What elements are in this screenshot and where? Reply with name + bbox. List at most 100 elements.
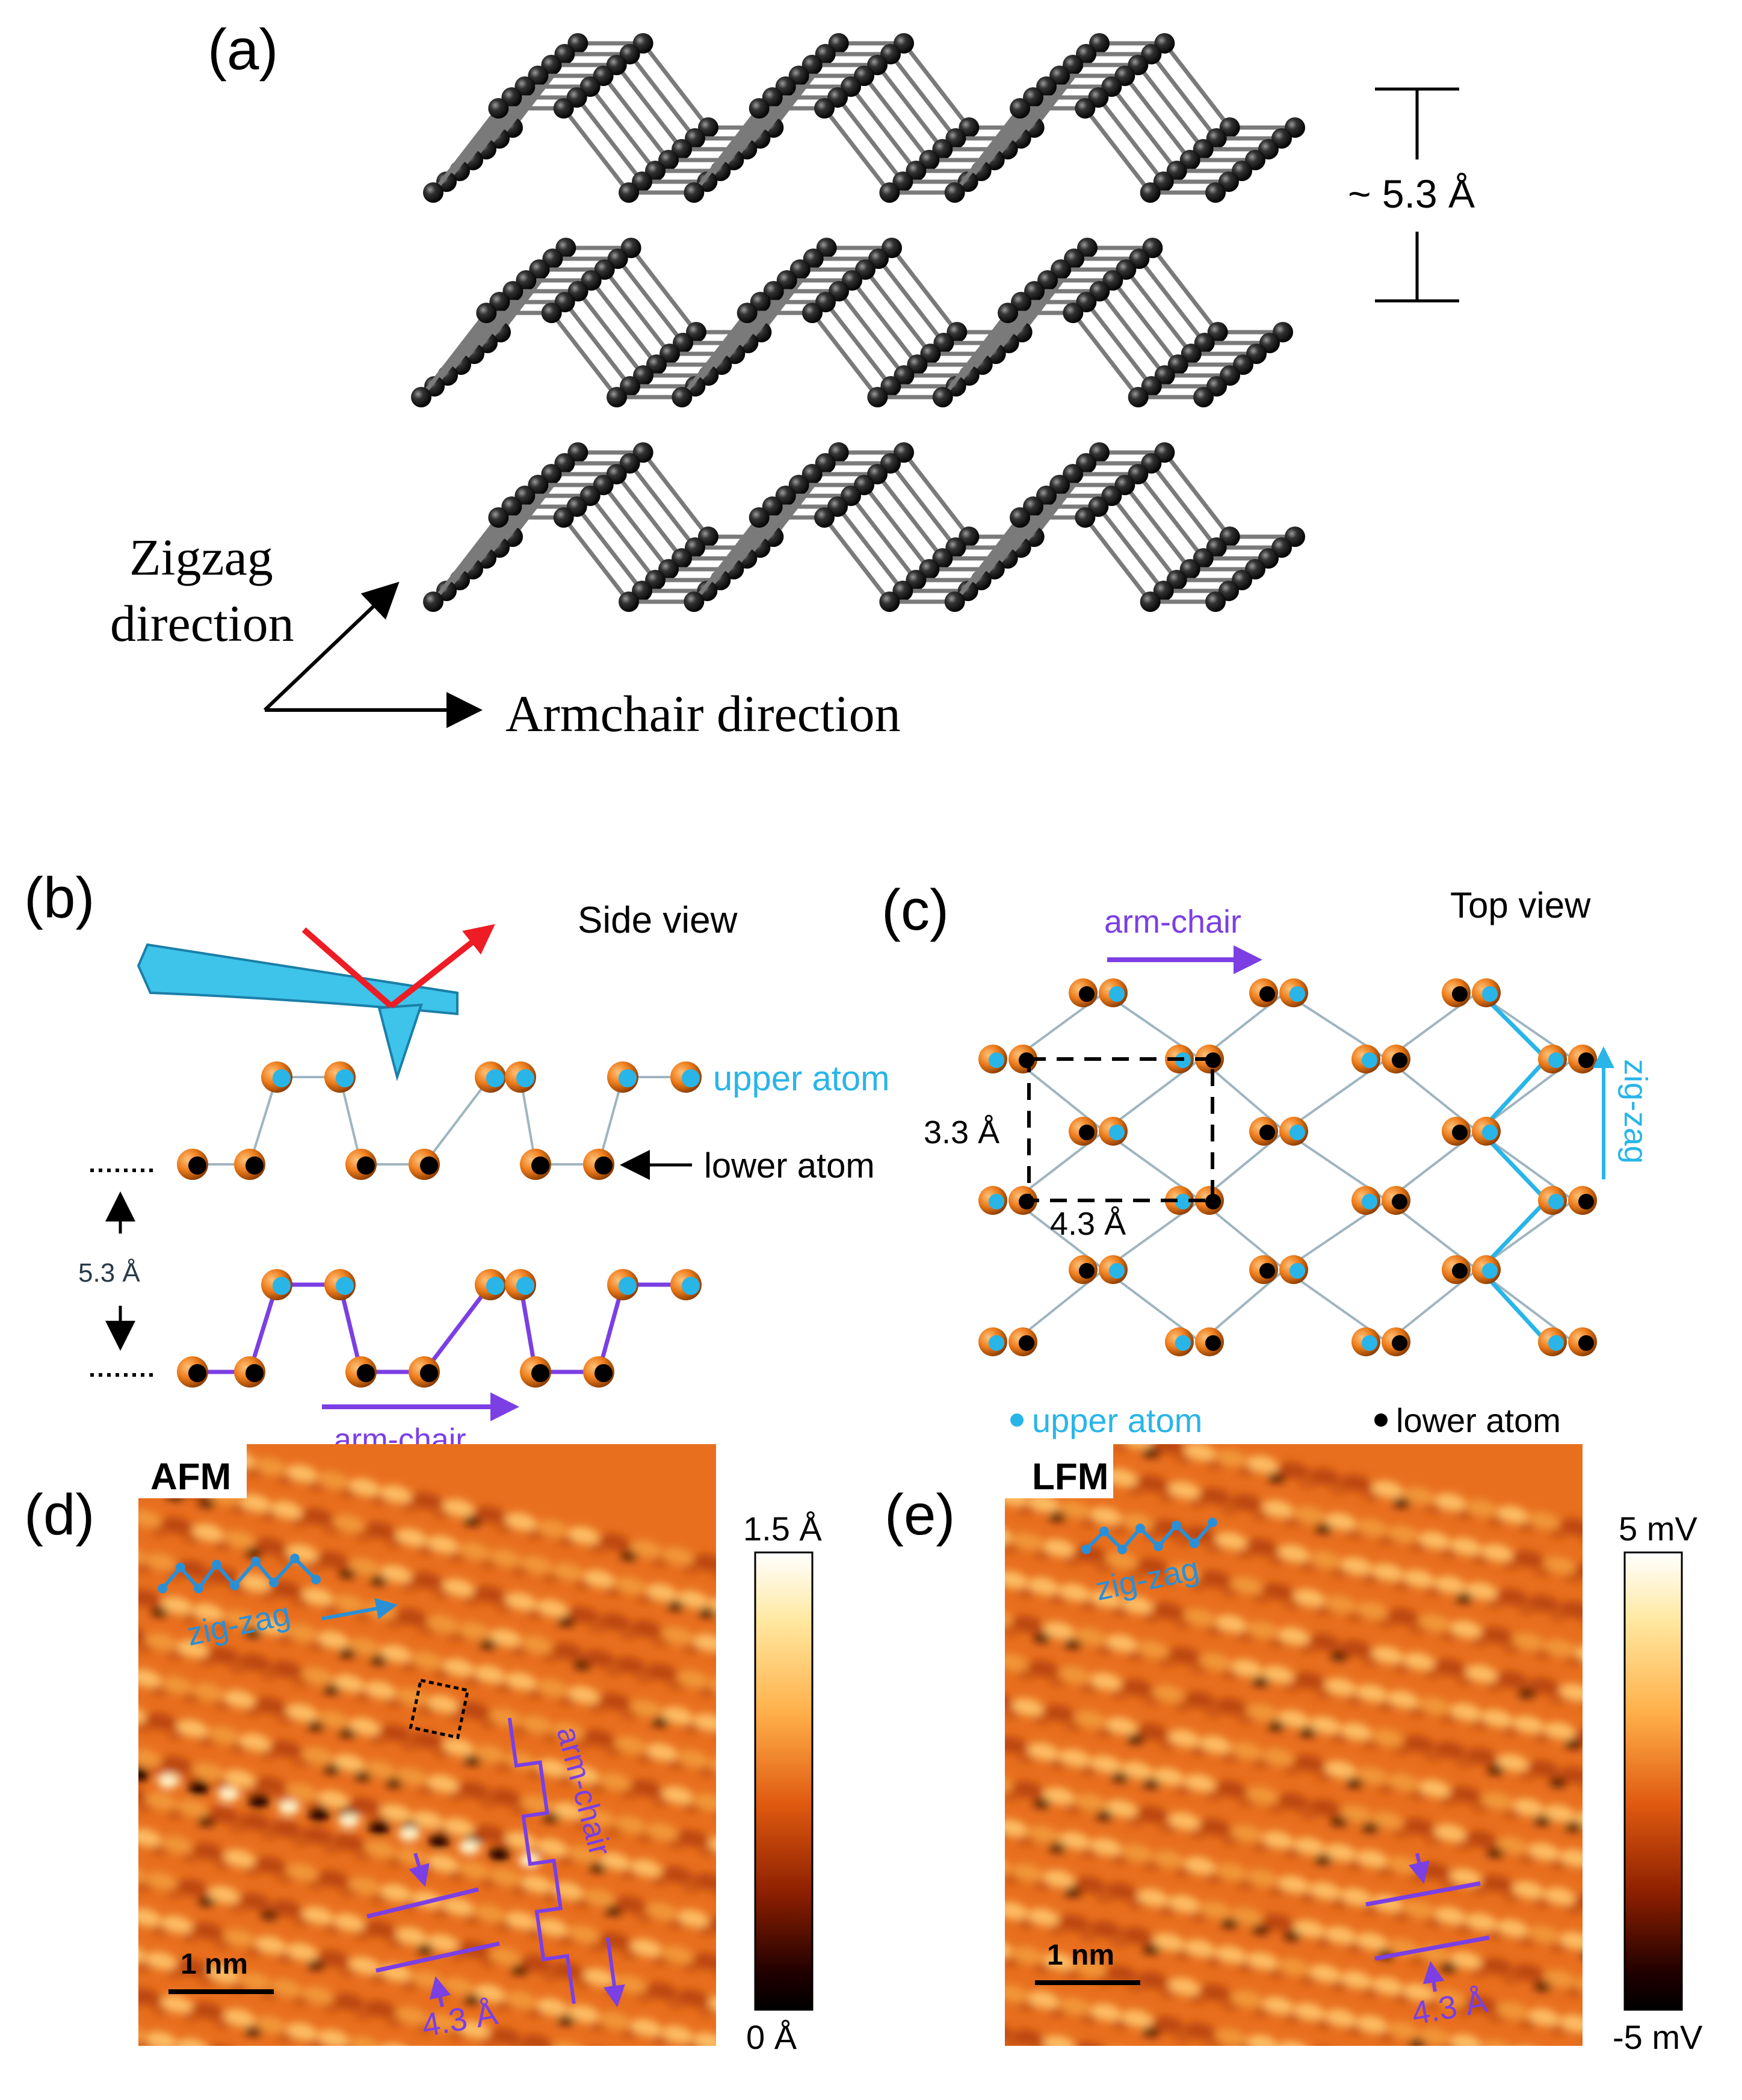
phosphorus-atom: [814, 98, 835, 119]
lower-atom-dot: [1079, 1125, 1095, 1140]
phosphorus-atom: [1010, 507, 1030, 528]
upper-atom-dot: [273, 1069, 291, 1087]
phosphorus-atom: [944, 182, 965, 203]
phosphorus-atom: [1075, 507, 1096, 528]
panel-b-title: Side view: [578, 900, 738, 941]
upper-atom-dot: [989, 1194, 1004, 1209]
upper-atom-dot: [1482, 1125, 1498, 1140]
lfm-mode-label: LFM: [1032, 1456, 1108, 1498]
lower-atom-dot: [1392, 1052, 1407, 1068]
top-armchair-label: arm-chair: [1104, 904, 1241, 940]
afm-spacing-arrow-bottom: [429, 1976, 451, 2007]
lower-atom-dot: [1019, 1335, 1034, 1351]
upper-atom-dot: [1548, 1052, 1564, 1068]
lower-atom-dot: [246, 1364, 264, 1382]
afm-row-line-1: [366, 1887, 479, 1919]
upper-atom-dot: [989, 1335, 1004, 1351]
lfm-row-line-2: [1374, 1935, 1490, 1961]
phosphorus-atom: [737, 303, 758, 323]
lower-atom-dot: [188, 1364, 206, 1382]
phosphorus-atom: [814, 507, 835, 528]
lower-atom-dot: [420, 1157, 438, 1175]
afm-colorbar-min: 0 Å: [746, 2018, 797, 2056]
lfm-scalebar-label: 1 nm: [1047, 1939, 1114, 1971]
upper-atom-dot: [273, 1277, 291, 1295]
upper-atom-dot: [486, 1069, 504, 1087]
lower-atom-dot: [531, 1157, 549, 1175]
lfm-colorbar-max: 5 mV: [1619, 1510, 1697, 1548]
lfm-colorbar-min: -5 mV: [1613, 2018, 1703, 2056]
panel-a: (a) ~ 5.3 Å Zigzag direction Armchair di…: [110, 17, 1475, 743]
lower-atom-dot: [1205, 1335, 1221, 1351]
lower-atom-dot: [246, 1157, 264, 1175]
phosphorus-atom: [1140, 182, 1161, 203]
phosphorus-atom: [607, 387, 627, 407]
laser-beam: [301, 924, 495, 1008]
lower-atom-dot: [1079, 1263, 1095, 1279]
panel-c: (c) Top view arm-chair 3.3 Å 4.3 Å zig-z…: [882, 878, 1654, 1439]
afm-cantilever: [137, 943, 459, 1082]
side-spacing-label: 5.3 Å: [78, 1258, 140, 1288]
lower-atom-dot: [1578, 1052, 1594, 1068]
phosphorus-atom: [488, 98, 509, 119]
phosphorus-atom: [684, 182, 705, 203]
phosphorus-atom: [932, 387, 953, 407]
upper-atom-dot: [1482, 986, 1498, 1002]
afm-armchair-marker: [507, 1717, 576, 2004]
afm-colorbar-max: 1.5 Å: [743, 1510, 822, 1548]
lower-atom-dot: [188, 1157, 206, 1175]
phosphorus-atom: [411, 387, 431, 407]
phosphorus-atom: [998, 303, 1018, 323]
direction-axes: [263, 581, 483, 728]
lower-atom-dot: [1452, 1125, 1468, 1140]
panel-d-label: (d): [24, 1483, 94, 1547]
phosphorus-atom: [1205, 591, 1226, 612]
phosphorus-atom: [1205, 182, 1226, 203]
phosphorene-layer-top: [423, 33, 1305, 203]
upper-atom-dot: [1175, 1335, 1191, 1351]
upper-atom-dot: [1290, 1125, 1305, 1140]
phosphorus-atom: [1063, 303, 1084, 323]
top-zigzag-label: zig-zag: [1617, 1059, 1654, 1164]
phosphorus-atom: [553, 507, 574, 528]
upper-atom-dot: [1548, 1194, 1564, 1209]
phosphorus-atom: [476, 303, 497, 323]
upper-atom-dot: [619, 1069, 637, 1087]
phosphorus-atom: [879, 591, 900, 612]
lower-atom-dot: [1205, 1052, 1221, 1068]
lower-atom-dot: [595, 1364, 613, 1382]
afm-scalebar-label: 1 nm: [181, 1948, 248, 1980]
top-view-lattice: [978, 978, 1597, 1356]
panel-c-title: Top view: [1450, 885, 1591, 925]
upper-atom-dot: [682, 1069, 700, 1087]
upper-atom-dot: [682, 1277, 700, 1295]
phosphorus-atom: [1010, 98, 1030, 119]
phosphorus-atom: [944, 591, 965, 612]
upper-atom-dot: [1290, 986, 1305, 1002]
lfm-spacing-arrow-top: [1408, 1853, 1430, 1884]
phosphorus-atom: [749, 98, 770, 119]
panel-a-label: (a): [208, 17, 278, 82]
legend-lower-label: lower atom: [1396, 1401, 1561, 1439]
legend-upper-dot: [1010, 1413, 1024, 1427]
panel-b-label: (b): [24, 866, 94, 930]
panel-e-label: (e): [885, 1483, 955, 1547]
armchair-direction-label: Armchair direction: [505, 685, 901, 743]
panel-e: (e) LFM zig-zag 4.3 Å 1 nm 5 mV -5 mV: [885, 1444, 1703, 2056]
lfm-row-line-1: [1365, 1881, 1481, 1907]
lower-atom-dot: [1259, 986, 1275, 1002]
upper-atom-dot: [1109, 986, 1125, 1002]
unit-cell-vertical-dim: 3.3 Å: [924, 1114, 999, 1150]
lower-atom-dot: [1578, 1335, 1594, 1351]
panel-d: (d) AFM zig-zag arm-chair 4.3 Å 1 nm 1.5…: [24, 1444, 822, 2056]
afm-mode-label: AFM: [150, 1456, 231, 1498]
phosphorus-atom: [1193, 387, 1214, 407]
panel-b: (b) Side view upper atom lower atom 5.3 …: [24, 866, 889, 1457]
phosphorus-atom: [619, 591, 639, 612]
upper-atom-dot: [1109, 1263, 1125, 1279]
afm-image: [138, 1444, 716, 2046]
lower-atom-dot: [1452, 1263, 1468, 1279]
phosphorene-layer-middle: [411, 238, 1293, 407]
lfm-image: [1005, 1444, 1583, 2046]
